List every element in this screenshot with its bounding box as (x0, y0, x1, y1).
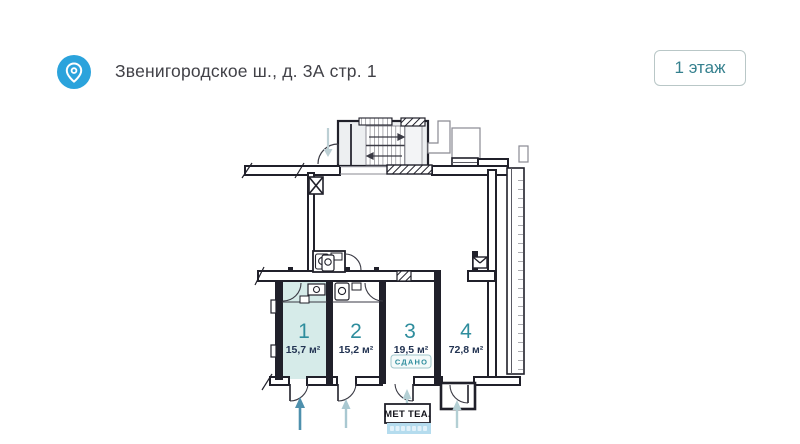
room-3-area: 19,5 м² (394, 344, 429, 356)
room-1-number: 1 (298, 320, 310, 343)
vestibule-top (451, 127, 481, 162)
watermark-subtext-blobs (390, 426, 427, 431)
entrance-arrow-room1 (295, 397, 305, 430)
stair-direction-arrows (365, 133, 406, 160)
room-3-number: 3 (404, 320, 416, 343)
pin-hole (70, 67, 78, 74)
room-3-status-text: СДАНО (395, 358, 428, 367)
header: Звенигородское ш., д. 3А стр. 1 1 этаж (0, 0, 800, 100)
room-1-area: 15,7 м² (286, 344, 321, 356)
room2-vestibule-fixtures (332, 282, 384, 303)
entrance-doors (289, 381, 477, 411)
wall-hatch-top (386, 164, 433, 175)
room1-vestibule-fixtures (281, 282, 327, 304)
wall-hatch-corridor (396, 270, 412, 282)
room-4-number: 4 (460, 320, 472, 343)
entrance-arrow-room3 (402, 389, 412, 404)
room-2-area: 15,2 м² (339, 344, 374, 356)
staircase (336, 117, 430, 168)
entrance-arrow-room2 (341, 399, 351, 428)
stair-entry-door (317, 143, 339, 165)
floor-selector-badge[interactable]: 1 этаж (654, 50, 746, 86)
watermark: МЕТ ТЕА. (384, 403, 431, 434)
stair-entry-arrow (323, 128, 333, 157)
wall-hatch-stair (400, 117, 426, 127)
wall-break-marks (241, 162, 305, 391)
facade-window-band (506, 167, 525, 375)
door-ticks (288, 267, 379, 271)
location-pin-icon (57, 55, 91, 89)
walls (244, 145, 529, 386)
duct-outline (427, 120, 451, 154)
address-title: Звенигородское ш., д. 3А стр. 1 (115, 61, 377, 81)
watermark-label: МЕТ ТЕА. (384, 409, 431, 420)
room-3-status-badge: СДАНО (390, 354, 432, 369)
pin-glyph (65, 62, 83, 83)
room-4-area: 72,8 м² (449, 344, 484, 356)
room-2-number: 2 (350, 320, 362, 343)
wc-shaft-toilet (321, 254, 335, 272)
shaft-symbol (472, 256, 488, 269)
entrance-arrow-room4 (452, 400, 462, 428)
column-symbol (308, 176, 324, 195)
stair-top-window (358, 117, 393, 126)
